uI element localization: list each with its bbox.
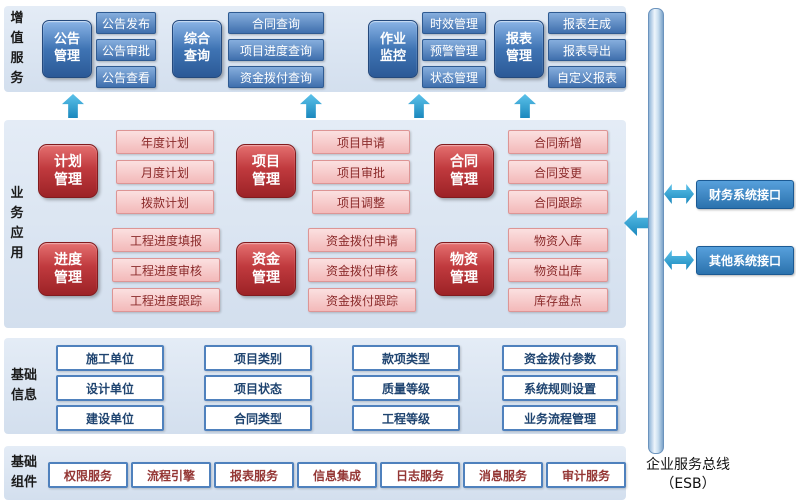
- business-item: 资金拨付审核: [308, 258, 416, 282]
- value-added-item: 报表导出: [548, 39, 626, 61]
- business-item: 资金拨付跟踪: [308, 288, 416, 312]
- value-added-item: 公告查看: [96, 66, 156, 88]
- business-item: 库存盘点: [508, 288, 608, 312]
- basic-components-section-label: 基础组件: [10, 454, 37, 490]
- announcement-mgmt-module: 公告管理: [42, 20, 92, 78]
- basic-info-item: 合同类型: [204, 405, 312, 431]
- up-arrow-icon: [408, 94, 430, 118]
- business-item: 年度计划: [116, 130, 214, 154]
- basic-info-item: 款项类型: [352, 345, 460, 371]
- business-item: 拨款计划: [116, 190, 214, 214]
- business-item: 项目调整: [312, 190, 410, 214]
- basic-info-item: 项目状态: [204, 375, 312, 401]
- basic-info-item: 工程等级: [352, 405, 460, 431]
- value-added-item: 项目进度查询: [228, 39, 324, 61]
- basic-info-item: 项目类别: [204, 345, 312, 371]
- business-item: 资金拨付申请: [308, 228, 416, 252]
- value-added-item: 报表生成: [548, 12, 626, 34]
- component-item: 权限服务: [48, 462, 128, 488]
- basic-info-item: 设计单位: [56, 375, 164, 401]
- component-item: 信息集成: [297, 462, 377, 488]
- report-mgmt-module: 报表管理: [494, 20, 544, 78]
- basic-components-section: 基础组件 权限服务 流程引擎 报表服务 信息集成 日志服务 消息服务 审计服务: [4, 446, 626, 500]
- value-added-item: 状态管理: [422, 66, 486, 88]
- project-mgmt-module: 项目管理: [236, 144, 296, 198]
- business-item: 项目审批: [312, 160, 410, 184]
- component-item: 消息服务: [463, 462, 543, 488]
- esb-caption: 企业服务总线 （ESB）: [608, 456, 768, 494]
- business-item: 合同新增: [508, 130, 608, 154]
- esb-title: 企业服务总线: [646, 457, 730, 473]
- fund-mgmt-module: 资金管理: [236, 242, 296, 296]
- basic-info-section-label: 基础信息: [10, 367, 37, 403]
- business-item: 工程进度审核: [112, 258, 220, 282]
- finance-interface-box: 财务系统接口: [696, 180, 794, 209]
- component-item: 流程引擎: [131, 462, 211, 488]
- component-item: 报表服务: [214, 462, 294, 488]
- value-added-section-label: 增值服务: [10, 10, 24, 87]
- business-item: 工程进度跟踪: [112, 288, 220, 312]
- progress-mgmt-module: 进度管理: [38, 242, 98, 296]
- other-interface-box: 其他系统接口: [696, 246, 794, 275]
- business-item: 月度计划: [116, 160, 214, 184]
- esb-bus-bar: [648, 8, 664, 454]
- business-section: 业务应用 计划管理 年度计划 月度计划 拨款计划 项目管理 项目申请 项目审批 …: [4, 120, 626, 328]
- component-item: 日志服务: [380, 462, 460, 488]
- business-item: 合同跟踪: [508, 190, 608, 214]
- business-item: 合同变更: [508, 160, 608, 184]
- esb-subtitle: （ESB）: [660, 475, 716, 492]
- value-added-item: 资金拨付查询: [228, 66, 324, 88]
- left-arrow-icon: [624, 210, 650, 236]
- plan-mgmt-module: 计划管理: [38, 144, 98, 198]
- basic-info-item: 质量等级: [352, 375, 460, 401]
- double-arrow-icon: [664, 184, 694, 204]
- up-arrow-icon: [62, 94, 84, 118]
- job-monitoring-module: 作业监控: [368, 20, 418, 78]
- component-item: 审计服务: [546, 462, 626, 488]
- basic-info-item: 施工单位: [56, 345, 164, 371]
- basic-info-item: 建设单位: [56, 405, 164, 431]
- contract-mgmt-module: 合同管理: [434, 144, 494, 198]
- value-added-item: 预警管理: [422, 39, 486, 61]
- business-item: 物资出库: [508, 258, 608, 282]
- value-added-item: 合同查询: [228, 12, 324, 34]
- value-added-item: 公告发布: [96, 12, 156, 34]
- integrated-query-module: 综合查询: [172, 20, 222, 78]
- business-item: 项目申请: [312, 130, 410, 154]
- material-mgmt-module: 物资管理: [434, 242, 494, 296]
- value-added-item: 自定义报表: [548, 66, 626, 88]
- double-arrow-icon: [664, 250, 694, 270]
- basic-info-item: 业务流程管理: [502, 405, 618, 431]
- up-arrow-icon: [514, 94, 536, 118]
- business-item: 物资入库: [508, 228, 608, 252]
- value-added-item: 时效管理: [422, 12, 486, 34]
- basic-info-item: 资金拨付参数: [502, 345, 618, 371]
- value-added-section: 增值服务 公告管理 公告发布 公告审批 公告查看 综合查询 合同查询 项目进度查…: [4, 6, 626, 92]
- business-item: 工程进度填报: [112, 228, 220, 252]
- value-added-item: 公告审批: [96, 39, 156, 61]
- up-arrow-icon: [300, 94, 322, 118]
- basic-info-item: 系统规则设置: [502, 375, 618, 401]
- basic-info-section: 基础信息 施工单位 设计单位 建设单位 项目类别 项目状态 合同类型 款项类型 …: [4, 338, 626, 434]
- business-section-label: 业务应用: [10, 185, 24, 262]
